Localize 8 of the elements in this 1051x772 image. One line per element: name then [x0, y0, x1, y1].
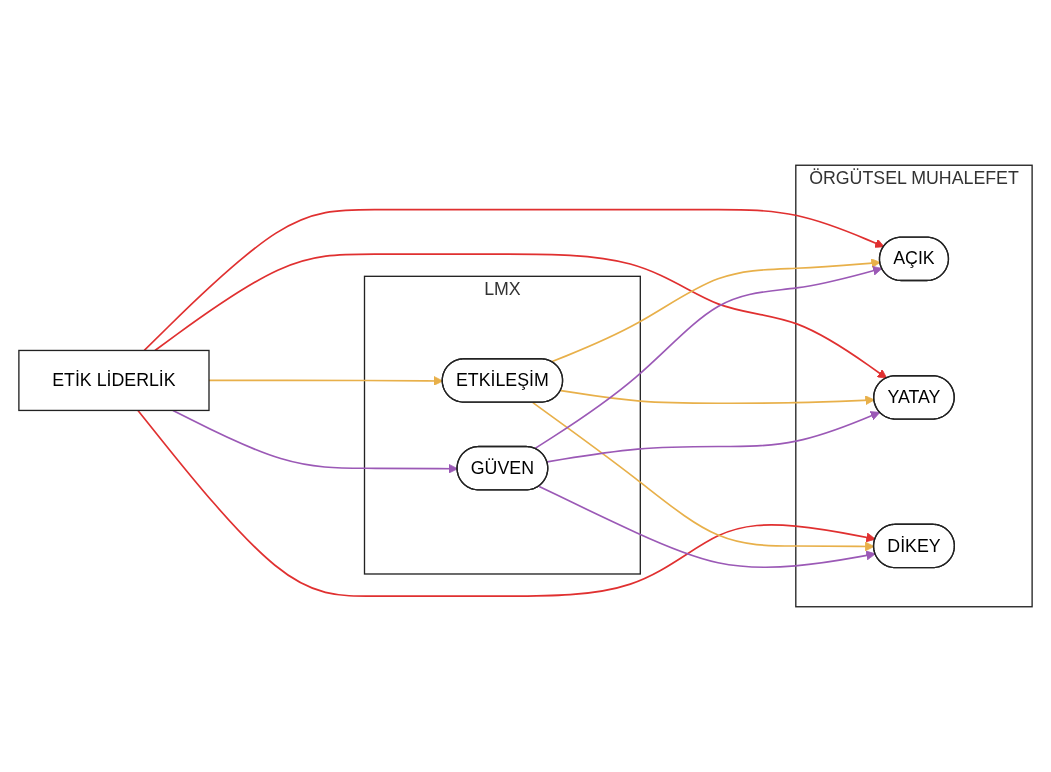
node-box: ETİK LİDERLİK: [18, 349, 210, 412]
arrow: [560, 389, 875, 406]
arrow: [154, 253, 888, 379]
arrow: [538, 485, 876, 569]
arrow: [137, 409, 876, 598]
arrow: [143, 208, 885, 352]
arrow: [533, 265, 883, 450]
arrow: [546, 411, 881, 463]
